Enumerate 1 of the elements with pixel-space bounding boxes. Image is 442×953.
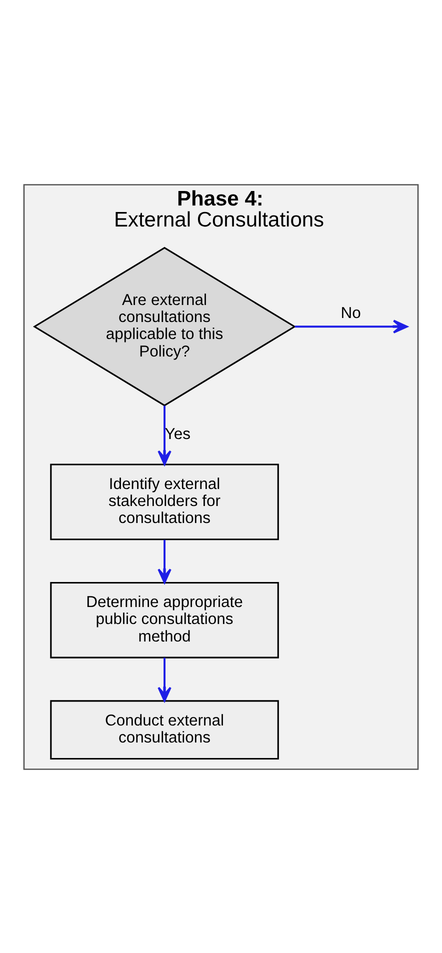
edge-label: No [340, 304, 361, 322]
